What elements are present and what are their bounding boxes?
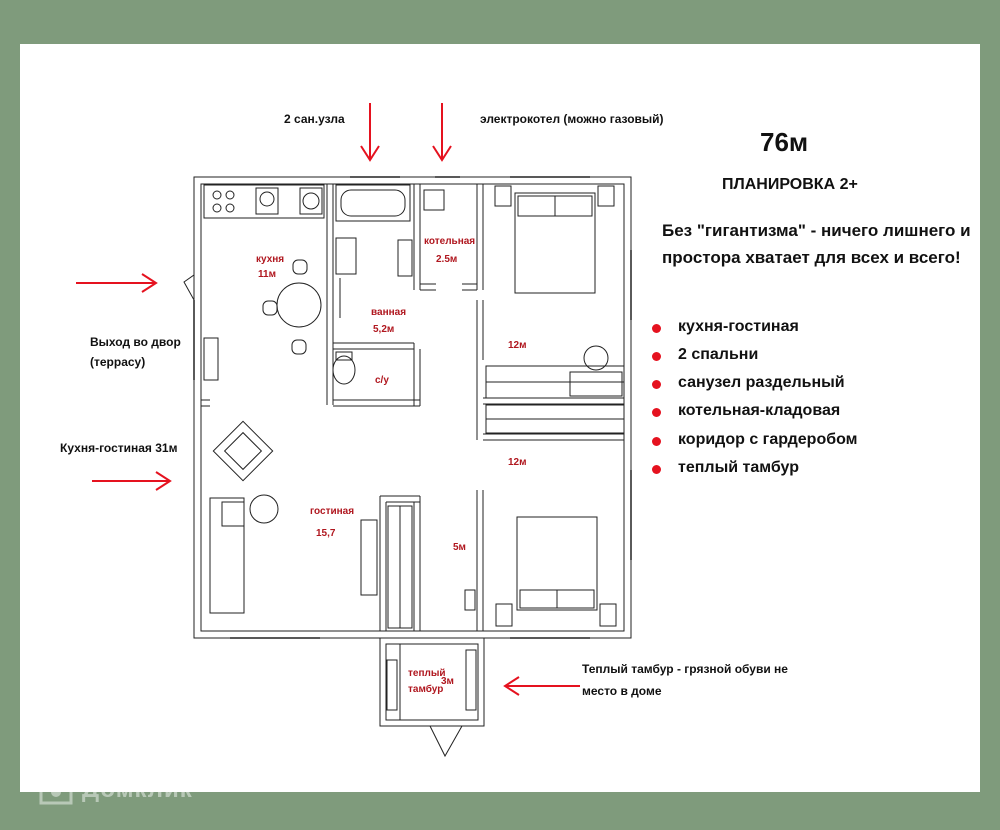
- watermark: Домклик: [38, 768, 213, 808]
- annotation-exit-line-1: Выход во двор: [90, 335, 181, 349]
- room-area-bedroom-1: 12м: [508, 340, 527, 351]
- tagline-line-2: простора хватает для всех и всего!: [662, 248, 961, 267]
- corridor-wardrobe: [485, 404, 625, 434]
- annotation-arrows: [76, 103, 580, 696]
- room-area-vestibule: 3м: [441, 676, 454, 687]
- feature-item: кухня-гостиная: [652, 318, 912, 344]
- layout-title: ПЛАНИРОВКА 2+: [722, 176, 858, 193]
- vestibule-walls: [379, 637, 485, 758]
- room-label-living: гостиная: [310, 506, 355, 517]
- kitchen-furniture: [183, 184, 325, 381]
- annotation-vestibule-line-2: место в доме: [582, 684, 662, 698]
- watermark-text: Домклик: [82, 776, 193, 803]
- bullet-icon: [652, 437, 661, 446]
- feature-label: кухня-гостиная: [678, 318, 799, 335]
- feature-label: коридор с гардеробом: [678, 431, 858, 448]
- feature-label: санузел раздельный: [678, 374, 845, 391]
- room-label-boiler: котельная: [424, 236, 476, 247]
- tagline-line-1: Без "гигантизма" - ничего лишнего и: [662, 221, 971, 240]
- feature-item: санузел раздельный: [652, 374, 912, 400]
- vestibule-furniture: [386, 649, 477, 711]
- room-label-bathroom: ванная: [371, 307, 407, 318]
- plan-sheet: [20, 44, 980, 792]
- room-label-kitchen: кухня: [256, 254, 285, 265]
- feature-label: 2 спальни: [678, 346, 759, 363]
- room-area-corridor: 5м: [453, 542, 466, 553]
- room-area-bedroom-2: 12м: [508, 457, 527, 468]
- bedroom-1-furniture: [485, 185, 625, 399]
- annotation-exit-line-2: (террасу): [90, 355, 146, 369]
- feature-label: теплый тамбур: [678, 459, 799, 476]
- room-area-boiler: 2.5м: [436, 254, 458, 265]
- feature-item: теплый тамбур: [652, 459, 912, 485]
- annotation-boiler: электрокотел (можно газовый): [480, 112, 664, 126]
- room-area-living: 15,7: [316, 528, 336, 539]
- annotation-kitchen-living: Кухня-гостиная 31м: [60, 441, 178, 455]
- bullet-icon: [652, 408, 661, 417]
- room-label-vestibule: теплый: [408, 668, 446, 679]
- bullet-icon: [652, 352, 661, 361]
- bathroom-fixtures: [332, 184, 445, 385]
- room-area-kitchen: 11м: [258, 269, 276, 280]
- room-label-vestibule-2: тамбур: [408, 684, 444, 695]
- windows: [193, 176, 632, 639]
- bullet-icon: [652, 380, 661, 389]
- feature-item: коридор с гардеробом: [652, 431, 912, 457]
- room-label-wc: с/у: [375, 375, 389, 386]
- feature-item: котельная-кладовая: [652, 402, 912, 428]
- house-icon: [39, 771, 73, 805]
- bullet-icon: [652, 465, 661, 474]
- annotation-vestibule-line-1: Теплый тамбур - грязной обуви не: [582, 662, 788, 676]
- bullet-icon: [652, 324, 661, 333]
- feature-label: котельная-кладовая: [678, 402, 841, 419]
- bedroom-2-furniture: [495, 516, 617, 627]
- feature-item: 2 спальни: [652, 346, 912, 372]
- living-furniture: [209, 420, 476, 629]
- room-area-bathroom: 5,2м: [373, 324, 395, 335]
- annotation-bathrooms: 2 сан.узла: [284, 112, 345, 126]
- area-title: 76м: [760, 127, 809, 157]
